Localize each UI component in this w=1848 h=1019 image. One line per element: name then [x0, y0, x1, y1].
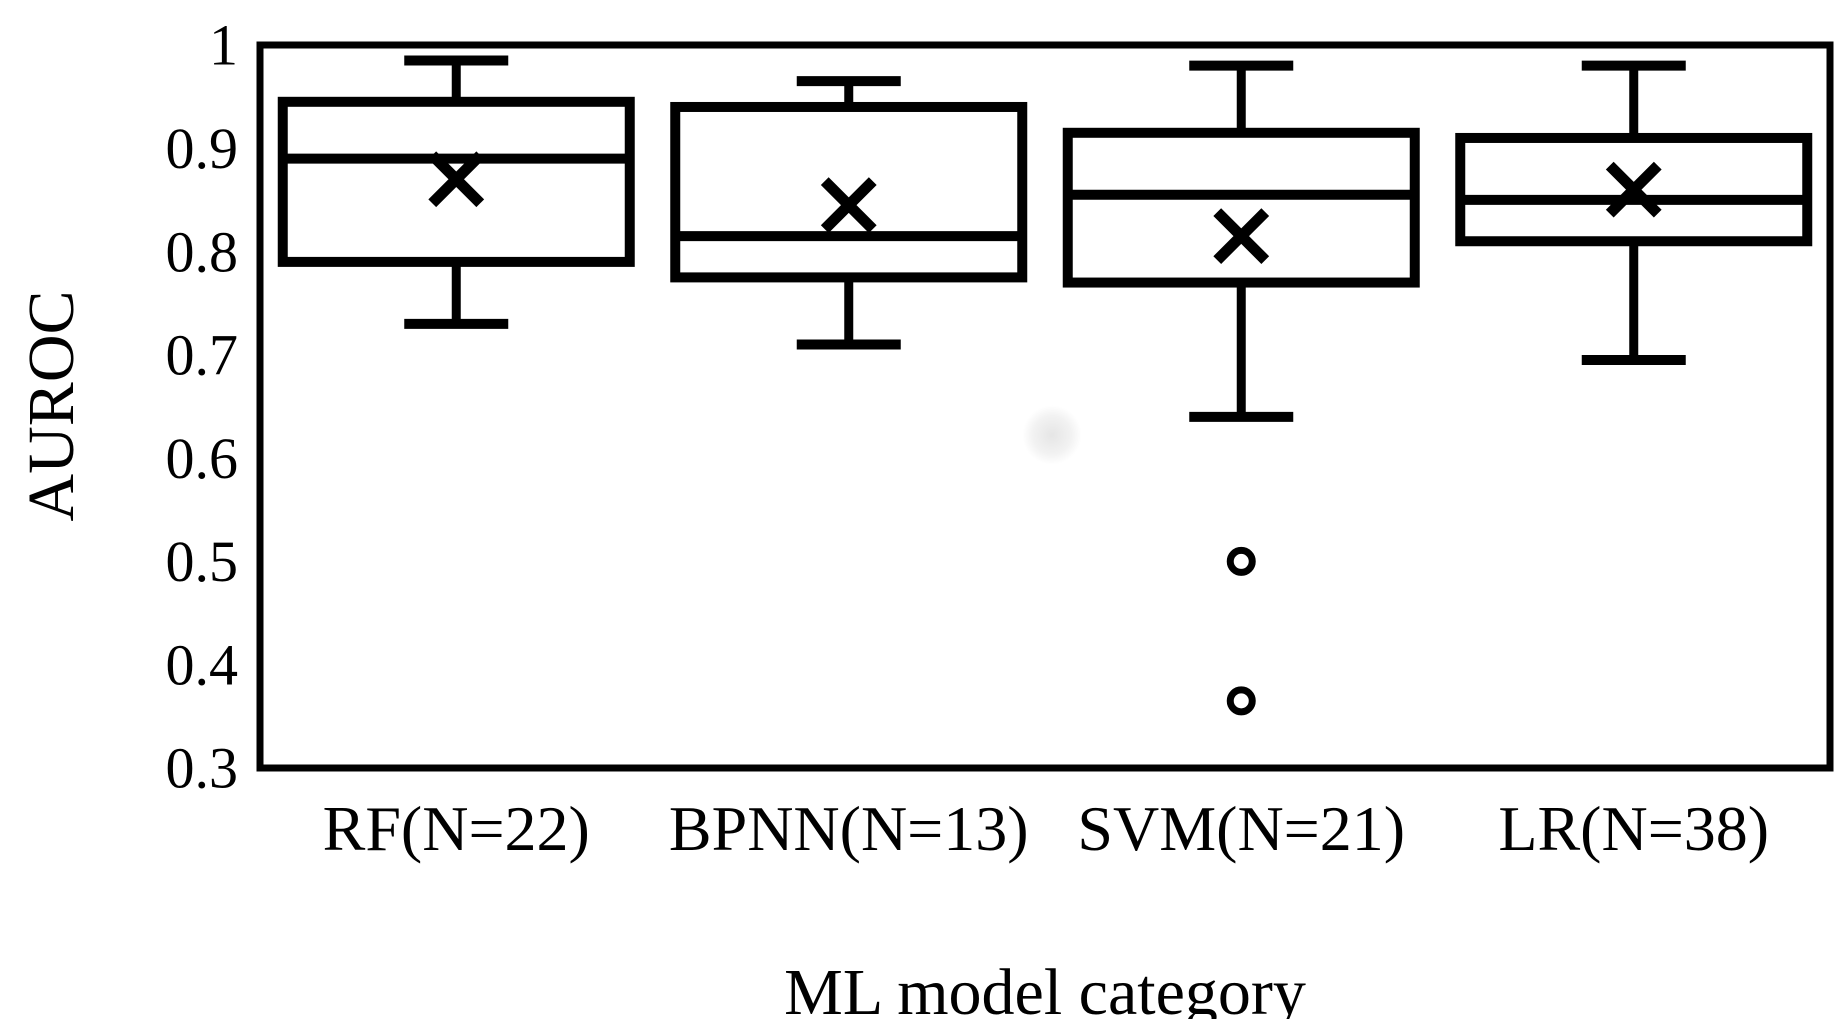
outlier-point-svm	[1226, 686, 1256, 716]
x-category-label-lr: LR(N=38)	[1498, 793, 1769, 864]
y-tick-label: 0.3	[166, 736, 239, 801]
y-axis-title: AUROC	[15, 290, 88, 522]
y-tick-label: 1	[209, 13, 238, 78]
mean-marker-lr	[1605, 161, 1662, 218]
y-tick-label: 0.6	[166, 426, 239, 491]
y-tick-label: 0.5	[166, 529, 239, 594]
mean-marker-rf	[428, 151, 485, 208]
iqr-box-bpnn	[670, 101, 1028, 283]
plot-frame	[256, 41, 1834, 772]
smudge-artifact	[1022, 405, 1082, 465]
y-tick-label: 0.9	[166, 116, 239, 181]
y-tick-label: 0.8	[166, 219, 239, 284]
x-category-label-svm: SVM(N=21)	[1077, 793, 1405, 864]
outlier-point-svm	[1226, 546, 1256, 576]
mean-marker-svm	[1213, 208, 1270, 264]
mean-marker-bpnn	[820, 177, 877, 233]
x-category-label-bpnn: BPNN(N=13)	[669, 793, 1029, 864]
iqr-box-svm	[1062, 127, 1420, 288]
y-tick-label: 0.4	[166, 632, 239, 697]
y-tick-label: 0.7	[166, 323, 239, 388]
x-category-label-rf: RF(N=22)	[323, 793, 590, 864]
x-axis-title: ML model category	[784, 956, 1306, 1019]
